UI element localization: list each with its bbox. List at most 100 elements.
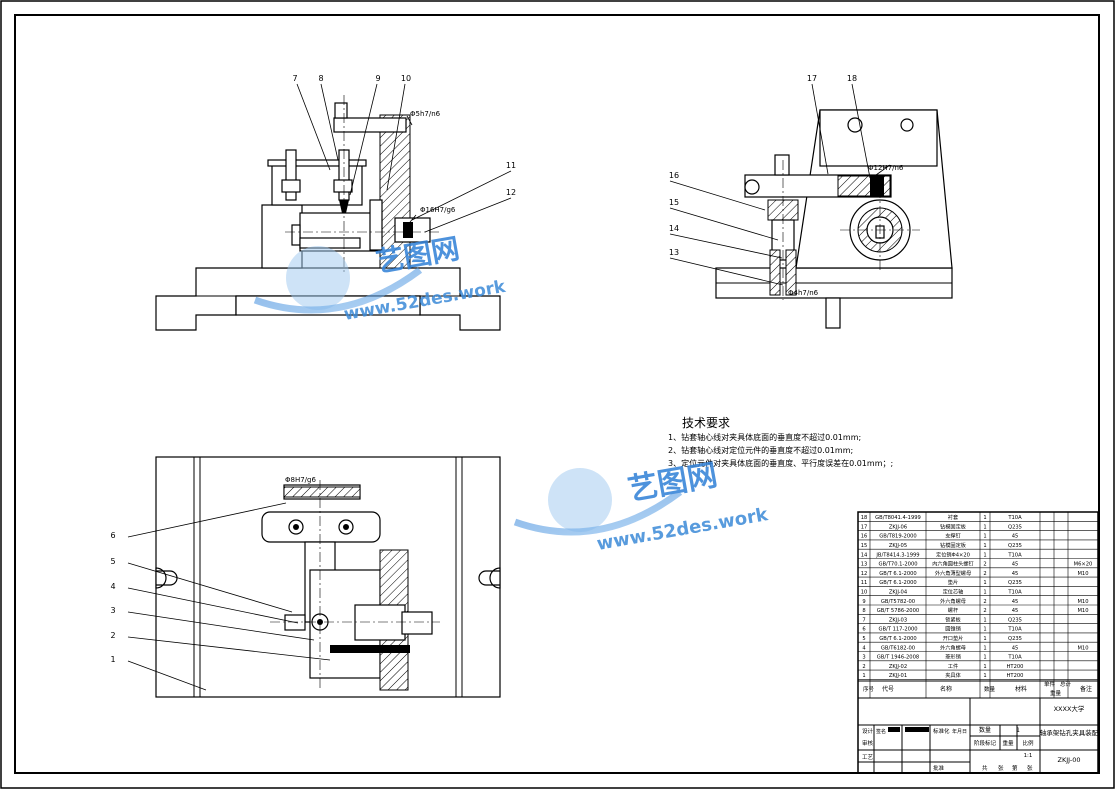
bom-cell-no: 4 xyxy=(862,645,866,651)
bom-cell-note: M10 xyxy=(1077,571,1088,577)
bom-header-name: 名称 xyxy=(940,685,952,693)
bom-cell-mat: Q235 xyxy=(1008,617,1022,623)
bom-cell-mat: T10A xyxy=(1007,627,1022,633)
front-callout-7: 7 xyxy=(292,74,297,83)
bom-cell-no: 12 xyxy=(861,571,868,577)
bom-cell-no: 6 xyxy=(862,627,865,633)
bom-cell-no: 8 xyxy=(862,608,865,614)
bom-cell-no: 11 xyxy=(861,580,868,586)
side-callout-16: 16 xyxy=(669,171,679,180)
bom-cell-name: 钻模固定板 xyxy=(940,522,967,530)
front-callout-10: 10 xyxy=(401,74,411,83)
bom-cell-name: 衬套 xyxy=(948,513,959,521)
bom-cell-code: GB/T 5786-2000 xyxy=(877,608,919,614)
tech-item-1: 1、钻套轴心线对夹具体底面的垂直度不超过0.01mm; xyxy=(668,432,861,442)
bom-cell-name: 螺杆 xyxy=(948,606,958,614)
bom-header-no: 序号 xyxy=(863,685,875,693)
plan-callout-3: 3 xyxy=(110,606,115,615)
stage-label: 阶段标记 xyxy=(974,739,997,747)
bom-cell-mat: 45 xyxy=(1012,599,1019,605)
bom-header-total: 总计 xyxy=(1060,680,1072,688)
standard-label: 标准化 xyxy=(933,727,950,735)
date-label: 年月日 xyxy=(952,728,967,735)
bom-cell-name: 外六角螺母 xyxy=(940,597,966,605)
front-callout-11: 11 xyxy=(506,161,516,170)
bom-cell-mat: HT200 xyxy=(1007,673,1024,679)
bom-header-unit: 单件 xyxy=(1044,680,1056,688)
top-pin xyxy=(333,117,407,133)
screw-left xyxy=(285,149,297,201)
bom-cell-mat: T10A xyxy=(1007,590,1022,596)
bom-cell-name: 支撑钉 xyxy=(945,532,961,540)
front-callout-12: 12 xyxy=(506,188,516,197)
bom-cell-qty: 1 xyxy=(983,627,986,633)
bom-cell-qty: 1 xyxy=(983,655,986,661)
bom-cell-no: 13 xyxy=(861,562,868,568)
plan-callout-4: 4 xyxy=(110,582,115,591)
bom-cell-code: ZKJJ-04 xyxy=(889,590,908,596)
plan-view xyxy=(127,456,501,698)
bom-cell-qty: 1 xyxy=(983,524,986,530)
bom-cell-qty: 1 xyxy=(983,552,986,558)
bom-cell-qty: 1 xyxy=(983,543,986,549)
side-foot xyxy=(825,297,841,329)
side-callout-14: 14 xyxy=(669,224,679,233)
bom-cell-name: 钻模固定板 xyxy=(940,541,967,549)
bom-cell-code: GB/T70.1-2000 xyxy=(878,562,917,568)
title-block: XXXX大学 轴承架钻孔夹具装配 ZKJJ-00 数量 1 阶段标记 重量 比例… xyxy=(858,698,1099,773)
bom-cell-code: GB/T 1946-2008 xyxy=(877,655,919,661)
bom-cell-no: 3 xyxy=(862,655,865,661)
sheet-unit: 张 xyxy=(1027,764,1033,772)
watermark-brand-bottom: 艺图网 xyxy=(625,458,720,508)
bom-cell-code: JB/T8414.3-1999 xyxy=(875,552,919,558)
qty-value: 1 xyxy=(1016,727,1020,734)
bom-cell-no: 10 xyxy=(861,590,868,596)
front-callout-8: 8 xyxy=(318,74,323,83)
bom-cell-no: 17 xyxy=(861,524,868,530)
fit-side-bushing: Φ12H7/n6 xyxy=(868,164,904,172)
drawing-frame xyxy=(14,14,1100,774)
bom-cell-qty: 1 xyxy=(983,515,986,521)
bom-cell-name: 内六角圆柱头螺钉 xyxy=(932,560,974,568)
bom-cell-mat: 45 xyxy=(1012,562,1019,568)
bom-cell-mat: T10A xyxy=(1007,515,1022,521)
bom-cell-code: GB/T6182-00 xyxy=(881,645,915,651)
bom-cell-mat: Q235 xyxy=(1008,524,1022,530)
drawing-title: 轴承架钻孔夹具装配 xyxy=(1040,728,1099,737)
bom-cell-no: 16 xyxy=(861,534,868,540)
bom-cell-mat: 45 xyxy=(1012,571,1019,577)
watermark-globe-icon-2 xyxy=(548,468,612,532)
watermark-url-bottom: www.52des.work xyxy=(595,504,770,555)
bom-cell-no: 18 xyxy=(861,515,868,521)
bom-cell-code: GB/T 6.1-2000 xyxy=(879,571,916,577)
bom-cell-qty: 1 xyxy=(983,580,986,586)
bom-cell-name: 夹具体 xyxy=(945,671,961,679)
scale-value: 1:1 xyxy=(1024,753,1033,759)
bom-cell-mat: 45 xyxy=(1012,645,1019,651)
fit-top-pin: Φ5h7/n6 xyxy=(410,110,441,118)
bom-cell-name: 工件 xyxy=(948,662,958,670)
clamp-plate-plan xyxy=(261,511,381,543)
signature-label: 签名 xyxy=(876,728,886,735)
bom-cell-mat: HT200 xyxy=(1007,664,1024,670)
bom-cell-qty: 2 xyxy=(983,562,986,568)
bom-cell-code: GB/T 6.1-2000 xyxy=(879,580,916,586)
bom-cell-name: 菱形销 xyxy=(945,653,961,661)
bom-cell-note: M10 xyxy=(1077,599,1088,605)
designer-label: 设计 xyxy=(862,727,874,735)
bom-cell-code: GB/T 117-2000 xyxy=(878,627,917,633)
bom-cell-no: 7 xyxy=(862,617,865,623)
bom-cell-note: M10 xyxy=(1077,645,1088,651)
bom-cell-name: 锁紧板 xyxy=(945,615,961,623)
sheets-total: 共 xyxy=(982,764,988,772)
bom-cell-code: ZKJJ-01 xyxy=(889,673,907,679)
front-callout-9: 9 xyxy=(375,74,380,83)
bom-cell-code: ZKJJ-03 xyxy=(889,617,907,623)
bom-header-note: 备注 xyxy=(1080,685,1092,693)
bom-cell-code: GB/T8041.4-1999 xyxy=(875,515,921,521)
bom-cell-no: 14 xyxy=(861,552,868,558)
weight-label: 重量 xyxy=(1002,739,1014,747)
bom-cell-name: 开口垫片 xyxy=(943,634,964,642)
